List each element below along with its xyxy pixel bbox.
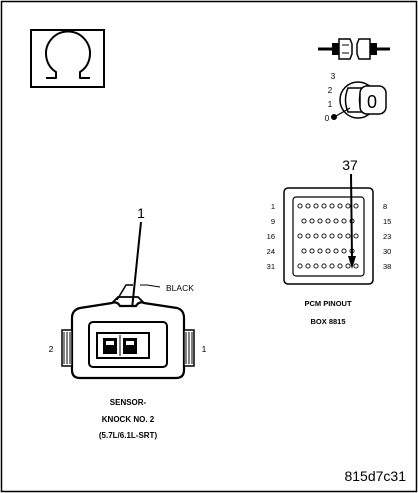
pcm-pin	[321, 203, 327, 209]
pcm-pin	[325, 248, 331, 254]
pcm-pin	[313, 263, 319, 269]
pcm-pin	[353, 203, 359, 209]
figure-id: 815d7c31	[344, 468, 406, 484]
pcm-pin	[309, 248, 315, 254]
pcm-pin	[341, 248, 347, 254]
pcm-pin	[297, 263, 303, 269]
pcm-pin	[305, 263, 311, 269]
pcm-pin-callout: 37	[342, 157, 358, 173]
pcm-pin	[329, 233, 335, 239]
pcm-pin	[317, 218, 323, 224]
pcm-pin	[353, 263, 359, 269]
ignition-key-off-icon: 0 3 2 1 0	[325, 72, 387, 123]
pcm-row-end-label: 8	[383, 202, 387, 211]
pcm-pin	[313, 203, 319, 209]
pcm-row-end-label: 30	[383, 247, 391, 256]
pcm-pin	[333, 218, 339, 224]
pcm-row-start-label: 31	[267, 262, 275, 271]
sensor-pin-callout: 1	[137, 205, 145, 221]
pcm-pin	[329, 203, 335, 209]
pcm-pin	[301, 248, 307, 254]
sensor-left-pin-number: 2	[49, 344, 54, 354]
ignition-position-3: 3	[331, 72, 336, 81]
pcm-pin	[321, 233, 327, 239]
sensor-connector: 1 BLACK 2 1 SENSOR- KNOCK NO.	[49, 205, 207, 440]
pcm-row-end-label: 23	[383, 232, 391, 241]
pcm-pin	[337, 233, 343, 239]
pcm-caption-line2: BOX 8815	[310, 317, 345, 326]
ignition-position-2: 2	[328, 86, 333, 95]
pcm-caption-line1: PCM PINOUT	[304, 299, 352, 308]
pcm-pin	[305, 233, 311, 239]
pcm-pin	[325, 218, 331, 224]
pcm-pin	[337, 203, 343, 209]
sensor-caption-line2: KNOCK NO. 2	[102, 415, 155, 424]
pcm-pin	[337, 263, 343, 269]
pcm-pin	[353, 233, 359, 239]
pcm-pin	[313, 233, 319, 239]
ignition-position-1: 1	[328, 100, 333, 109]
disconnect-connector-icon	[318, 38, 390, 60]
pcm-pin	[329, 263, 335, 269]
pcm-row-end-label: 15	[383, 217, 391, 226]
ignition-key-label: 0	[367, 92, 377, 112]
pcm-pin	[345, 233, 351, 239]
pcm-pin	[309, 218, 315, 224]
sensor-caption-line1: SENSOR-	[110, 398, 147, 407]
sensor-right-pin-number: 1	[202, 344, 207, 354]
pcm-pin	[297, 233, 303, 239]
pcm-pin	[297, 203, 303, 209]
pcm-connector: 1 8 9 15 16 23 24 30 31 38 37 PCM PINOUT BOX 8815	[267, 157, 392, 326]
pcm-row-start-label: 1	[271, 202, 275, 211]
pcm-row-start-label: 9	[271, 217, 275, 226]
pcm-pin	[301, 218, 307, 224]
pcm-row-start-label: 24	[267, 247, 275, 256]
pcm-pin	[345, 263, 351, 269]
pcm-pin	[321, 263, 327, 269]
pcm-pin	[341, 218, 347, 224]
pcm-pin	[317, 248, 323, 254]
pcm-pin	[333, 248, 339, 254]
sensor-caption-line3: (5.7L/6.1L-SRT)	[99, 431, 158, 440]
pcm-pin	[305, 203, 311, 209]
pcm-row-start-label: 16	[267, 232, 275, 241]
wire-color-label: BLACK	[166, 283, 194, 293]
pcm-pin	[345, 203, 351, 209]
pcm-row-end-label: 38	[383, 262, 391, 271]
ohmmeter-icon	[30, 29, 105, 88]
ignition-position-0: 0	[325, 114, 330, 123]
pcm-pin-grid	[297, 203, 359, 269]
